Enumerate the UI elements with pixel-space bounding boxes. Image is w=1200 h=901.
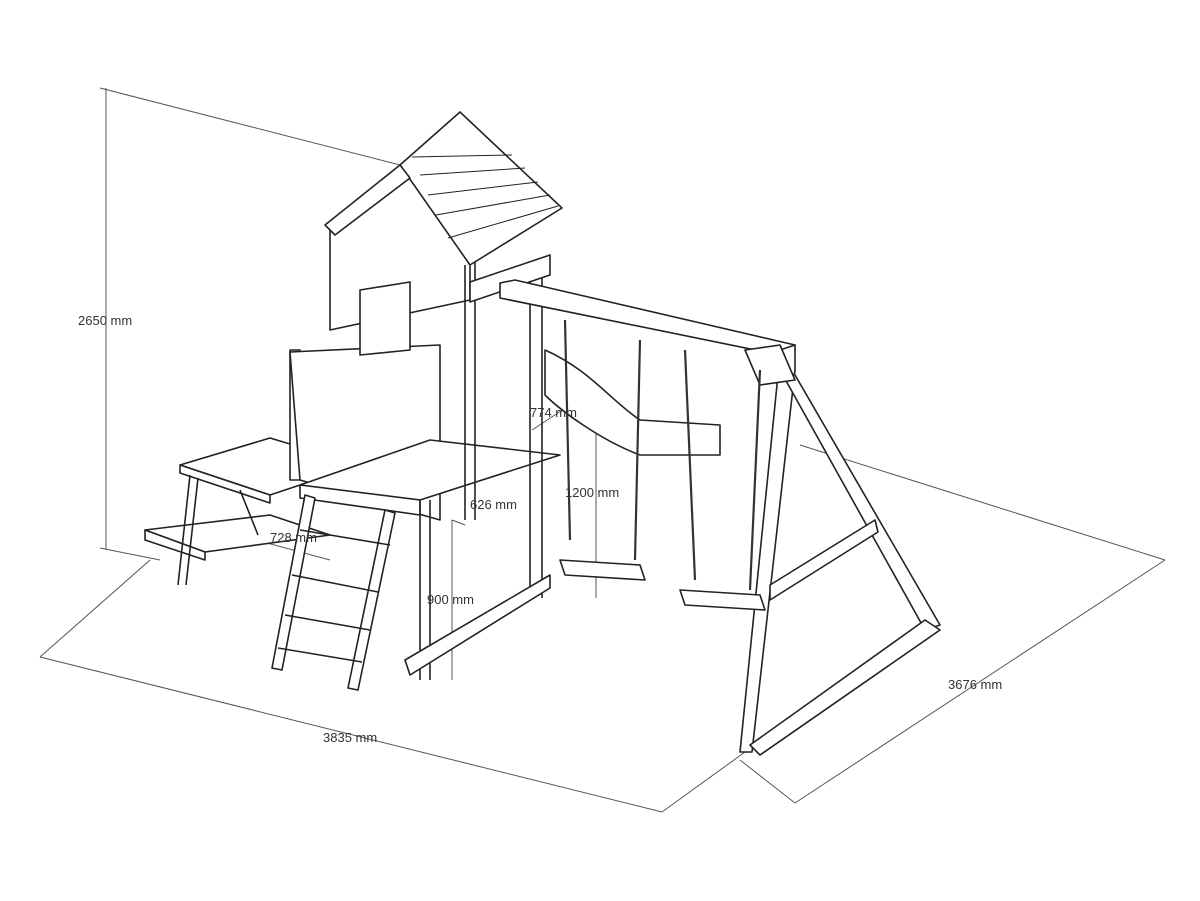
width-dimension-line xyxy=(794,559,1166,804)
step-label: 626 mm xyxy=(470,497,517,512)
step-dimension-line xyxy=(451,519,466,526)
length-right-extension xyxy=(661,751,746,813)
length-left-extension xyxy=(39,559,151,658)
slide xyxy=(544,349,721,456)
table-width-label: 728 mm xyxy=(270,530,317,545)
beam-depth-label: 774 mm xyxy=(530,405,577,420)
swing-frame xyxy=(499,279,941,756)
ladder xyxy=(271,494,396,691)
length-total-label: 3835 mm xyxy=(323,730,378,745)
width-left-extension xyxy=(739,759,796,804)
dimension-lines xyxy=(39,87,1166,813)
height-top-extension xyxy=(99,87,401,166)
swing-seat-1 xyxy=(559,559,646,581)
length-dimension-line xyxy=(39,656,663,813)
swing-height-label: 1200 mm xyxy=(565,485,620,500)
width-total-label: 3676 mm xyxy=(948,677,1003,692)
platform-height-label: 900 mm xyxy=(427,592,474,607)
swings xyxy=(559,319,766,611)
width-right-extension xyxy=(799,444,1166,561)
tower xyxy=(289,111,563,680)
height-bottom-extension xyxy=(99,547,161,561)
swing-seat-2 xyxy=(679,589,766,611)
height-total-label: 2650 mm xyxy=(78,313,133,328)
